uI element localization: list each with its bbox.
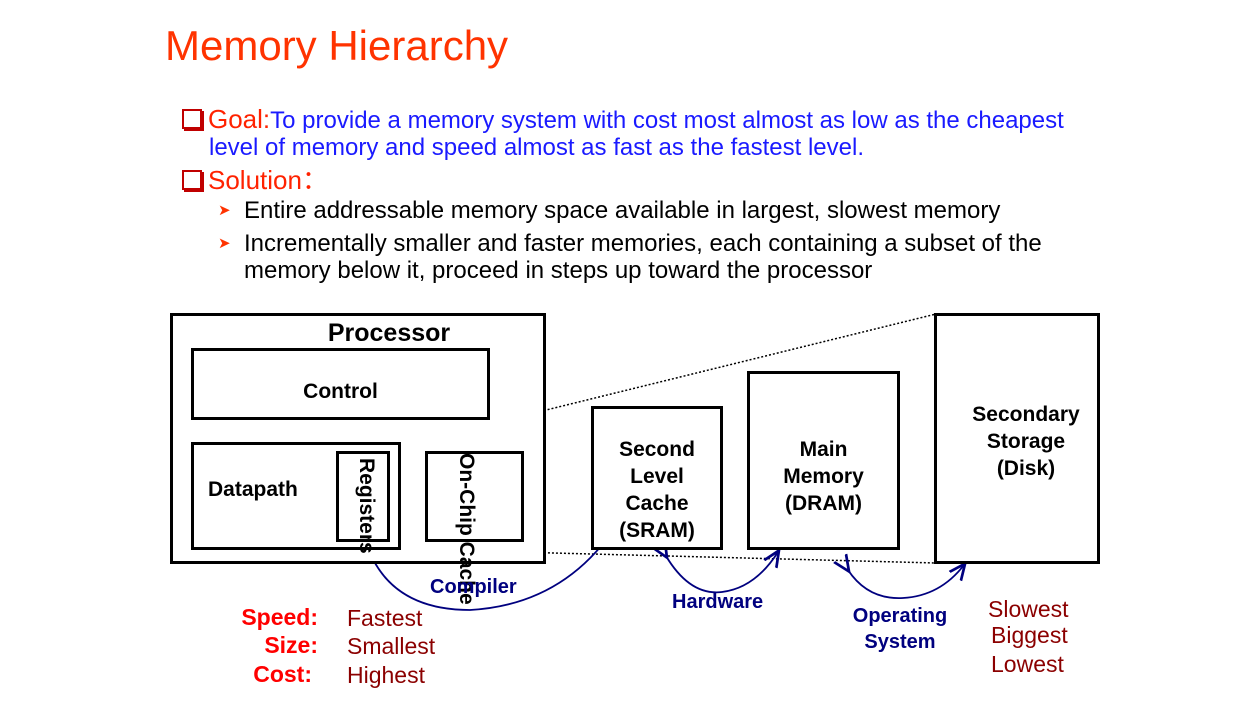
- compiler-label: Compiler: [430, 576, 517, 598]
- goal-label: Goal:: [208, 104, 271, 134]
- bullet-2-text: Incrementally smaller and faster memorie…: [244, 230, 1042, 257]
- checkbox-bullet-icon: [182, 109, 202, 129]
- cost-low-value: Lowest: [991, 651, 1064, 677]
- onchip-cache-label: On-Chip Cache: [455, 453, 478, 605]
- goal-text-2: level of memory and speed almost as fast…: [209, 134, 864, 161]
- compiler-arrow: [370, 532, 612, 611]
- secondary-storage-box: [934, 313, 1100, 564]
- second-level-cache-box: [591, 406, 723, 550]
- goal-line-1: Goal:To provide a memory system with cos…: [182, 104, 1064, 135]
- arrow-bullet-icon: ➤: [218, 235, 231, 252]
- bullet-2: ➤ Incrementally smaller and faster memori…: [218, 230, 1042, 258]
- cost-label: Cost:: [253, 661, 312, 687]
- os-arrow: [848, 565, 964, 599]
- datapath-box: [191, 442, 401, 550]
- speed-slow-value: Slowest: [988, 596, 1069, 622]
- registers-box: [336, 451, 390, 542]
- page-title: Memory Hierarchy: [165, 22, 509, 69]
- goal-text-1: To provide a memory system with cost mos…: [270, 107, 1064, 134]
- arrow-bullet-icon: ➤: [218, 202, 231, 219]
- control-box: [191, 348, 490, 420]
- os-label: Operating System: [852, 605, 948, 653]
- bullet-1: ➤ Entire addressable memory space availab…: [218, 197, 1000, 225]
- onchip-cache-box: [425, 451, 524, 542]
- solution-line: Solution：: [182, 160, 328, 197]
- speed-label: Speed:: [241, 604, 318, 630]
- solution-label: Solution：: [208, 165, 328, 195]
- processor-label: Processor: [327, 319, 451, 347]
- main-memory-box: [747, 371, 900, 550]
- checkbox-bullet-icon: [182, 170, 202, 190]
- cost-high-value: Highest: [347, 662, 425, 688]
- main-memory-label: Main Memory (DRAM): [783, 438, 864, 515]
- size-big-value: Biggest: [991, 622, 1068, 648]
- second-level-cache-label: Second Level Cache (SRAM): [619, 438, 695, 542]
- hardware-label: Hardware: [672, 591, 764, 613]
- hardware-arrow: [666, 552, 778, 594]
- speed-fast-value: Fastest: [347, 605, 423, 631]
- datapath-label: Datapath: [208, 478, 298, 501]
- control-label: Control: [303, 380, 378, 403]
- size-label: Size:: [264, 632, 318, 658]
- bullet-1-text: Entire addressable memory space availabl…: [244, 197, 1001, 224]
- bullet-2-text-2: memory below it, proceed in steps up tow…: [244, 257, 873, 284]
- size-small-value: Smallest: [347, 633, 436, 659]
- registers-label: Registers: [355, 458, 378, 554]
- secondary-storage-label: Secondary Storage (Disk): [972, 403, 1080, 480]
